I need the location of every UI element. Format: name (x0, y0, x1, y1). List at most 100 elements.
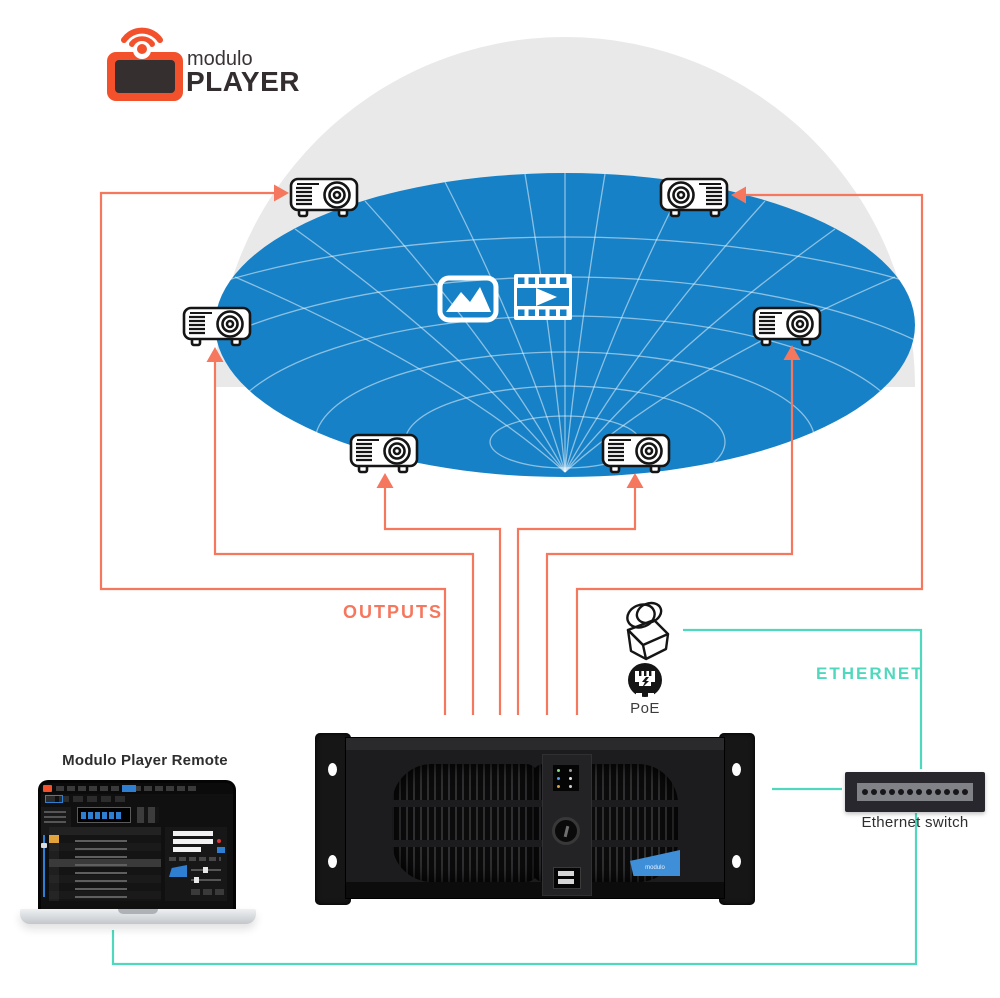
switch-port (871, 789, 878, 795)
connection-line (516, 488, 637, 715)
usb-port[interactable] (558, 879, 574, 884)
projector-bottom-left-icon (349, 433, 419, 474)
remote-ui-transport-buttons[interactable] (137, 807, 159, 823)
remote-ui-active-tab[interactable] (122, 785, 136, 792)
connection-line (99, 191, 447, 715)
remote-ui-thumbnail (169, 865, 187, 877)
video-film-icon (514, 274, 572, 320)
arrowhead-icon (376, 473, 394, 488)
rack-led-panel (553, 765, 579, 791)
arrowhead-icon (626, 473, 644, 488)
connection-line (683, 628, 923, 769)
rack-top-bezel (346, 738, 724, 750)
poe-device-icon (626, 601, 670, 661)
led (569, 769, 572, 772)
remote-ui-logo (43, 785, 52, 792)
remote-ui-text-line (44, 811, 66, 813)
remote-ui-slider-track[interactable] (43, 835, 45, 897)
remote-ui-hslider[interactable] (191, 879, 221, 881)
ethernet-switch (845, 772, 985, 812)
media-server-rack: modulo (315, 733, 755, 905)
connection-line (213, 362, 475, 715)
remote-ui-text-line (44, 816, 66, 818)
connection-line (383, 488, 502, 715)
rack-mount-hole (732, 855, 741, 868)
remote-ui-record-dot (217, 839, 221, 843)
switch-port (898, 789, 905, 795)
laptop-screen (38, 780, 236, 912)
switch-port (916, 789, 923, 795)
remote-ui-text-line (44, 821, 66, 823)
switch-port (862, 789, 868, 795)
rack-front-panel: modulo (345, 737, 725, 899)
remote-ui-input[interactable] (173, 839, 213, 844)
arrowhead-icon (274, 184, 289, 202)
remote-ui-active-subtab[interactable] (45, 795, 63, 803)
switch-port (889, 789, 896, 795)
remote-ui-input[interactable] (173, 847, 201, 852)
remote-ui-number-column (49, 835, 59, 901)
rack-ear-right (719, 733, 755, 905)
remote-ui-row-text (75, 837, 127, 899)
remote-ui-hslider-knob[interactable] (194, 877, 199, 883)
dome (215, 37, 915, 477)
remote-ui-input[interactable] (173, 831, 213, 836)
remote-ui-slider-knob[interactable] (41, 843, 47, 848)
switch-port (907, 789, 914, 795)
ethernet-switch-label: Ethernet switch (861, 814, 969, 831)
arrowhead-icon (206, 347, 224, 362)
remote-ui-tag-row (169, 857, 221, 861)
projector-bottom-right-icon (601, 433, 671, 474)
rack-key-lock[interactable] (552, 817, 580, 845)
remote-ui-subtabs[interactable] (45, 796, 125, 802)
connection-line (545, 360, 794, 715)
image-icon (437, 275, 499, 323)
poe-connector-icon (628, 663, 662, 697)
rack-center-column (542, 754, 592, 896)
laptop-notch (118, 909, 158, 914)
laptop-base (20, 909, 256, 924)
logo-brand-bottom: PLAYER (186, 66, 301, 97)
connection-line (575, 193, 924, 715)
remote-ui-buttons[interactable] (191, 889, 225, 895)
projector-mid-left-icon (182, 306, 252, 347)
projector-top-right-icon (659, 177, 729, 218)
rack-usb-ports[interactable] (553, 867, 581, 889)
led (557, 785, 560, 788)
remote-label: Modulo Player Remote (62, 752, 228, 769)
switch-port (961, 789, 968, 795)
led (569, 785, 572, 788)
rack-mount-hole (732, 763, 741, 776)
outputs-label: OUTPUTS (343, 602, 444, 622)
arrowhead-icon (783, 345, 801, 360)
switch-port (934, 789, 941, 795)
switch-port-strip (857, 783, 973, 801)
remote-ui-blue-chip[interactable] (217, 847, 225, 853)
usb-port[interactable] (558, 871, 574, 876)
rack-mount-hole (328, 855, 337, 868)
remote-ui-active-cue (49, 835, 59, 843)
poe-label: PoE (630, 700, 660, 717)
switch-port (952, 789, 959, 795)
connection-lines (99, 184, 924, 966)
remote-ui-hslider-knob[interactable] (203, 867, 208, 873)
grille-band (392, 840, 538, 847)
switch-port (880, 789, 887, 795)
grille-band (392, 800, 538, 807)
arrowhead-icon (731, 186, 746, 204)
remote-ui-timecode-digits (81, 812, 123, 819)
led (557, 769, 560, 772)
modulo-player-logo-icon (107, 27, 183, 101)
wifi-signal-icon (137, 44, 147, 54)
rack-bottom-bezel (346, 882, 724, 898)
ethernet-label: ETHERNET (816, 664, 924, 683)
projector-mid-right-icon (752, 306, 822, 347)
connection-line (111, 813, 918, 966)
remote-ui-playlist-header (49, 827, 161, 835)
switch-port (925, 789, 932, 795)
grille-band (532, 840, 678, 847)
grille-band (532, 800, 678, 807)
logo-brand-top: modulo (187, 48, 253, 70)
